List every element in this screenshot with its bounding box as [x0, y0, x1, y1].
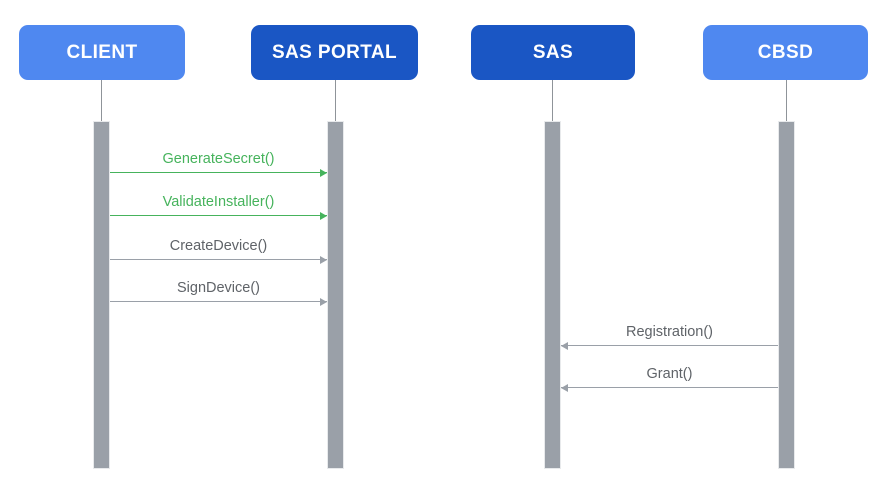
- message-label: Grant(): [646, 366, 693, 382]
- lifeline-cbsd: [786, 80, 787, 121]
- message-arrowhead-left: [561, 341, 568, 350]
- message-line: [110, 172, 327, 173]
- lifeline-sas-portal: [335, 80, 336, 121]
- participant-label: CBSD: [757, 41, 814, 63]
- message-label: SignDevice(): [177, 280, 260, 296]
- activation-bar-sas-portal: [326, 121, 344, 469]
- message-label: ValidateInstaller(): [162, 194, 275, 210]
- message-line: [561, 387, 778, 388]
- activation-bar-cbsd: [777, 121, 795, 469]
- message-line: [110, 215, 327, 216]
- message-line: [110, 301, 327, 302]
- message-line: [561, 345, 778, 346]
- activation-bar-client: [92, 121, 110, 469]
- message-arrowhead-right: [320, 168, 327, 177]
- participant-box-cbsd[interactable]: CBSD: [703, 25, 868, 80]
- participant-label: SAS: [532, 41, 574, 63]
- participant-label: SAS PORTAL: [271, 41, 398, 63]
- participant-box-sas-portal[interactable]: SAS PORTAL: [251, 25, 418, 80]
- message-label: Registration(): [625, 324, 714, 340]
- participant-box-sas[interactable]: SAS: [471, 25, 635, 80]
- message-label: GenerateSecret(): [162, 151, 275, 167]
- participant-label: CLIENT: [66, 41, 138, 63]
- message-arrowhead-right: [320, 211, 327, 220]
- message-arrowhead-right: [320, 255, 327, 264]
- message-line: [110, 259, 327, 260]
- message-arrowhead-right: [320, 297, 327, 306]
- activation-bar-sas: [543, 121, 561, 469]
- lifeline-sas: [552, 80, 553, 121]
- message-arrowhead-left: [561, 383, 568, 392]
- message-label: CreateDevice(): [169, 238, 268, 254]
- lifeline-client: [101, 80, 102, 121]
- participant-box-client[interactable]: CLIENT: [19, 25, 185, 80]
